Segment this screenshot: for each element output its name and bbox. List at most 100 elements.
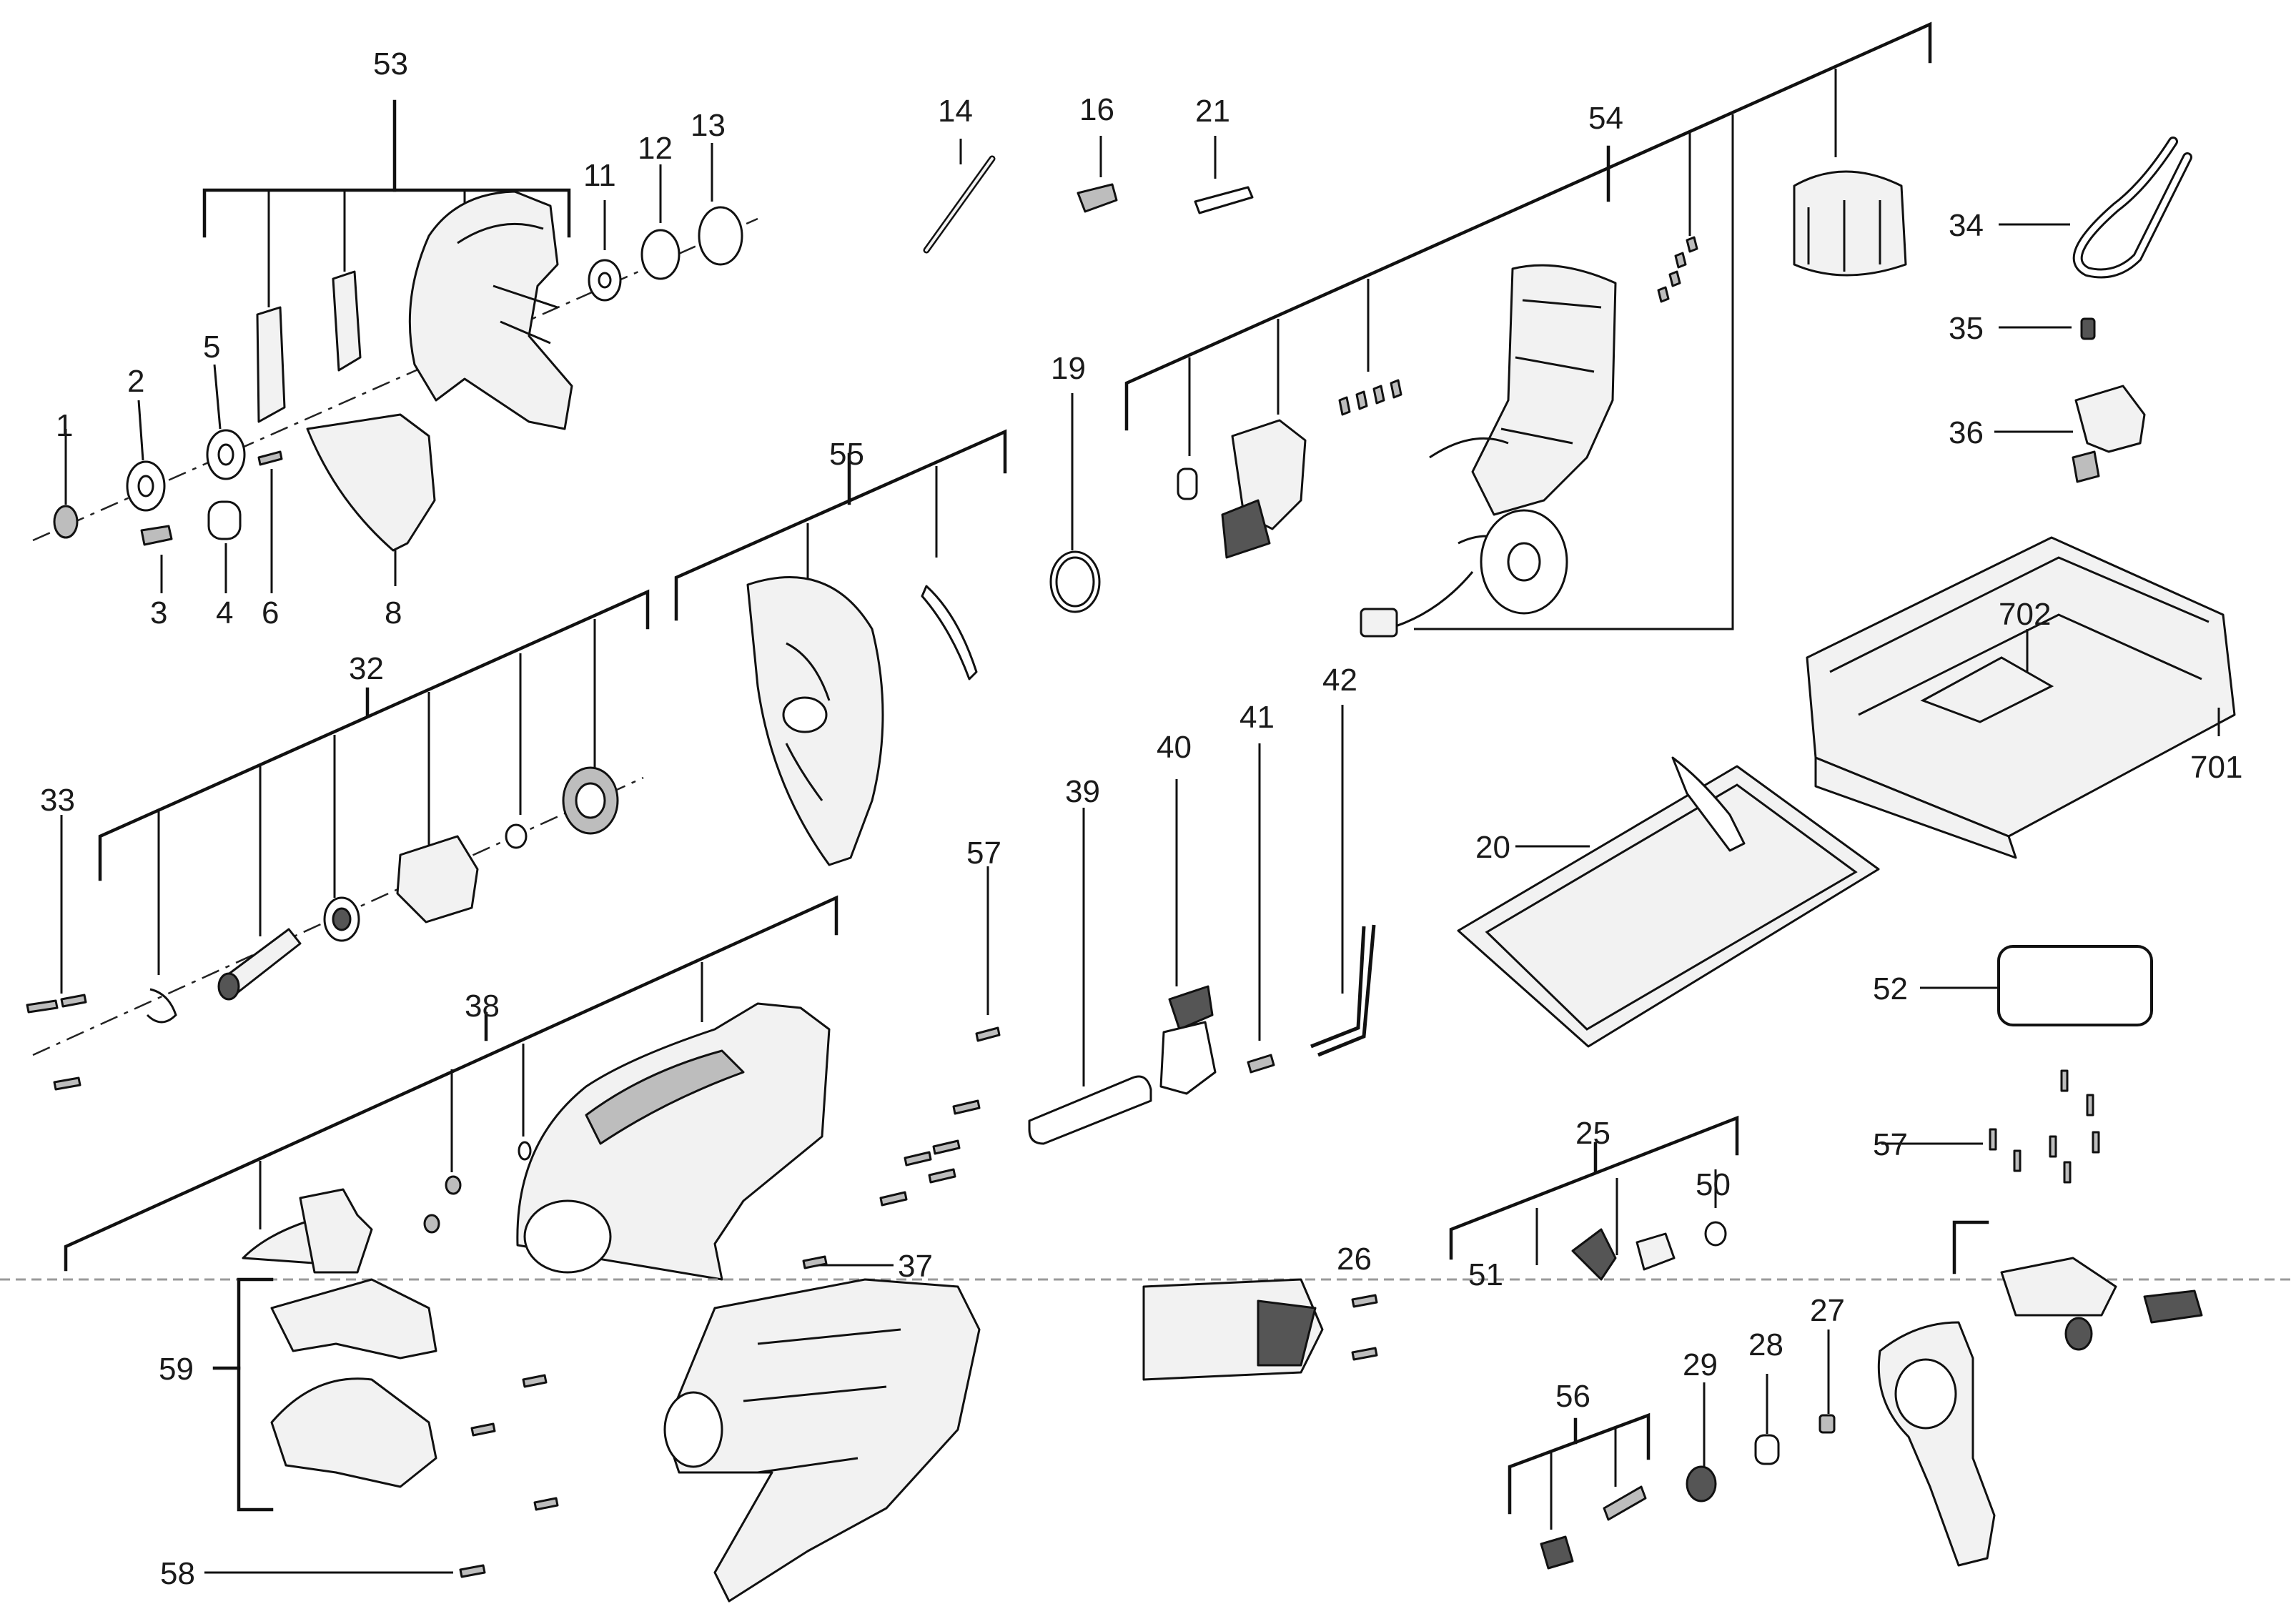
lower-guard-part	[306, 413, 436, 552]
washer-part	[588, 259, 622, 302]
group-32-spindle	[26, 589, 650, 1091]
callout-28: 28	[1748, 1327, 1783, 1362]
callout-42: 42	[1322, 663, 1357, 698]
callout-5: 5	[203, 330, 220, 365]
screw-37-part	[802, 1255, 828, 1269]
gear-housing-part	[396, 835, 479, 924]
callout-26: 26	[1337, 1242, 1372, 1277]
screws-57-right	[1881, 1069, 2100, 1184]
armature-part	[1636, 1232, 1676, 1271]
end-cap-part	[1877, 1321, 1996, 1567]
knob-part	[1540, 1535, 1574, 1570]
inner-flange-part	[206, 429, 246, 480]
tools-39-42	[1028, 705, 1376, 1145]
callout-34: 34	[1949, 208, 1984, 243]
callout-25: 25	[1575, 1116, 1610, 1151]
label-placeholder-part	[1997, 945, 2153, 1026]
blade-part	[1480, 509, 1568, 615]
callout-57-right: 57	[1873, 1127, 1908, 1162]
lever-part	[1168, 985, 1214, 1031]
callout-53: 53	[373, 46, 408, 81]
housing-half-lower	[270, 1377, 437, 1488]
dowel-part	[1194, 186, 1254, 214]
callout-50: 50	[1696, 1167, 1731, 1202]
callout-16: 16	[1079, 92, 1114, 127]
loose-parts-top	[923, 136, 1254, 613]
callout-1: 1	[56, 408, 73, 443]
callout-13: 13	[691, 108, 726, 143]
callout-14: 14	[938, 94, 973, 129]
callout-59: 59	[159, 1352, 194, 1387]
bushing-54-part	[1177, 467, 1198, 500]
screw-part	[140, 525, 173, 546]
guard-spring-part	[921, 585, 978, 680]
callout-21: 21	[1195, 94, 1230, 129]
screw-33-part	[26, 999, 59, 1014]
base-plate-part	[1457, 765, 1880, 1048]
callout-2: 2	[127, 364, 144, 399]
o-ring-part	[1049, 550, 1101, 613]
callout-35: 35	[1949, 311, 1984, 346]
motor-housing-lower	[663, 1255, 981, 1603]
callout-58: 58	[160, 1556, 195, 1591]
motor-board-part	[1471, 264, 1617, 516]
callout-54: 54	[1588, 101, 1623, 136]
callout-20: 20	[1475, 830, 1510, 865]
screw-58-part	[459, 1564, 486, 1578]
callout-32: 32	[349, 651, 384, 686]
bushing-part	[698, 206, 743, 266]
callout-36: 36	[1949, 415, 1984, 450]
callout-41: 41	[1239, 700, 1275, 735]
callout-56: 56	[1555, 1379, 1590, 1414]
plate-part-2	[332, 270, 362, 372]
callout-55: 55	[829, 437, 864, 472]
callout-37: 37	[898, 1249, 933, 1284]
callout-27: 27	[1810, 1293, 1845, 1328]
group-25-motor	[1449, 1115, 1739, 1281]
spindle-hardware	[53, 364, 283, 593]
plate-part	[256, 306, 286, 423]
callout-38: 38	[465, 989, 500, 1024]
callout-6: 6	[262, 595, 279, 630]
pin-16-part	[1077, 183, 1118, 213]
hex-key-part	[1310, 924, 1376, 1057]
label-52	[1920, 945, 2153, 1026]
screw-41-part	[1247, 1054, 1275, 1074]
group-38-housing	[64, 895, 838, 1281]
battery-mount-26	[1142, 1278, 1378, 1381]
group-55-lower-guard	[674, 429, 1007, 866]
handle-bar-part	[1028, 1075, 1152, 1145]
callout-11: 11	[583, 158, 616, 193]
callout-57-left: 57	[966, 836, 1001, 871]
right-upper-parts	[1994, 137, 2192, 483]
callout-701: 701	[2190, 750, 2242, 785]
callout-3: 3	[150, 595, 167, 630]
motor-end-cap	[1877, 1220, 2203, 1567]
cord-hook-part	[2072, 137, 2192, 279]
callout-12: 12	[638, 131, 673, 166]
callout-702: 702	[1999, 597, 2051, 632]
valve-part	[2074, 385, 2146, 453]
shaft-part	[1603, 1485, 1647, 1521]
spring-part	[2080, 317, 2096, 340]
pin-27-part	[1819, 1414, 1836, 1434]
callout-4: 4	[216, 595, 233, 630]
callout-labels: 1 2 3 4 5 6 8 11 12 13 14 16 19 20 21 25…	[40, 46, 2242, 1591]
motor-can-part	[1793, 170, 1907, 277]
spring-29-part	[1686, 1465, 1717, 1502]
callout-33: 33	[40, 783, 75, 818]
upper-guard-part	[408, 190, 573, 430]
base-plate-20	[1457, 756, 1880, 1048]
outer-flange-part	[126, 460, 166, 512]
callout-52: 52	[1873, 971, 1908, 1006]
small-washer-part	[505, 823, 528, 849]
circlip-part	[146, 988, 177, 1024]
group-54-electronics	[1124, 21, 1932, 638]
callout-51: 51	[1468, 1257, 1503, 1292]
motor-housing-part	[663, 1278, 981, 1603]
fan-part	[1571, 1228, 1617, 1281]
ring-part	[640, 229, 681, 280]
screw-set-54	[1338, 236, 1698, 416]
bushing-28-part	[1754, 1434, 1780, 1465]
